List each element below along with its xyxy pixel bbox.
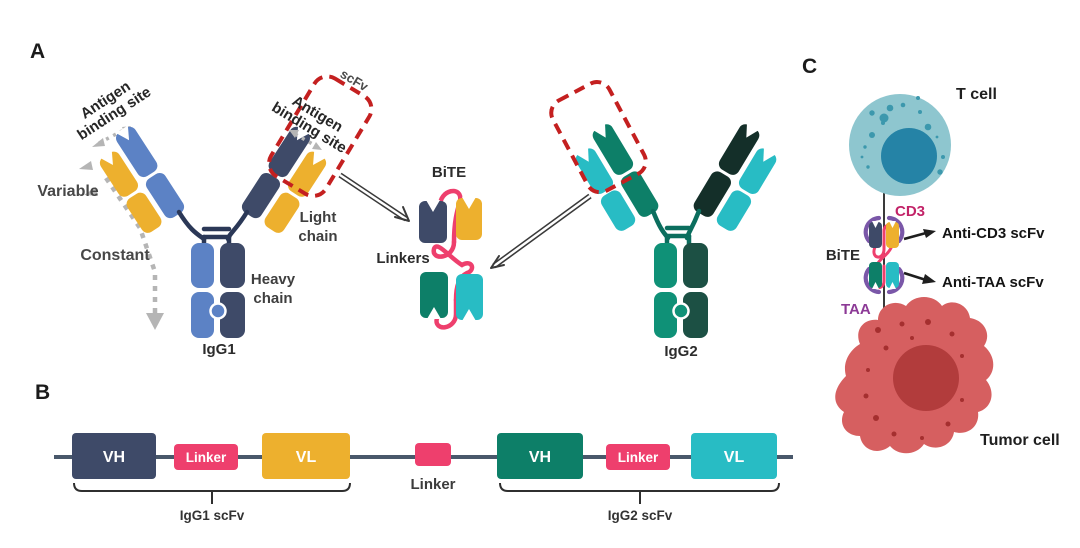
vl2-text: VL	[724, 449, 745, 466]
taa-label: TAA	[841, 301, 871, 318]
bite-construct	[419, 188, 483, 330]
linker-mid-text: Linker	[410, 476, 455, 493]
cd3-label: CD3	[895, 203, 925, 220]
anti-taa-arrow	[903, 271, 936, 284]
light-chain-label-2: chain	[298, 228, 337, 245]
t-cell-granules	[860, 96, 945, 175]
igg2-hinge	[650, 208, 702, 247]
t-cell-label: T cell	[956, 86, 997, 103]
igg1-antibody	[99, 125, 327, 338]
igg1-caption: IgG1	[202, 341, 235, 358]
linker2-box	[606, 444, 670, 470]
vl1-text: VL	[296, 449, 317, 466]
bite-linear-construct: VH Linker VL Linker VH Linker VL IgG1 sc…	[54, 433, 793, 523]
heavy-chain-label-1: Heavy	[251, 271, 296, 288]
variable-label: Variable	[37, 183, 98, 200]
anti-taa-label: Anti-TAA scFv	[942, 274, 1044, 291]
igg1-scfv-brace	[73, 482, 351, 504]
bite-label: BiTE	[432, 164, 466, 181]
taa-receptor	[863, 266, 905, 295]
igg2-left-arm	[575, 122, 659, 231]
igg2-scfv-brace	[499, 482, 780, 504]
igg2-antibody	[575, 122, 777, 338]
igg2-scfv-label: IgG2 scFv	[608, 508, 673, 523]
panel-b-label: B	[35, 381, 50, 404]
constant-label: Constant	[80, 247, 150, 264]
igg1-right-arm	[241, 125, 327, 233]
vh2-text: VH	[529, 449, 551, 466]
igg1-left-arm	[99, 125, 185, 233]
anti-cd3-arrow	[903, 229, 936, 241]
bite-bridge	[863, 215, 905, 295]
vh1-text: VH	[103, 449, 125, 466]
igg1-body	[191, 243, 245, 338]
tumor-cell	[835, 297, 994, 454]
anti-cd3-label: Anti-CD3 scFv	[942, 225, 1045, 242]
panel-c-label: C	[802, 55, 817, 78]
tumor-cell-dots	[863, 319, 964, 440]
bite-bridge-label: BiTE	[826, 247, 860, 264]
linkers-label: Linkers	[376, 250, 429, 267]
vh1-box	[72, 433, 156, 479]
igg2-right-arm	[693, 122, 777, 231]
vl2-box	[691, 433, 777, 479]
panel-a-label: A	[30, 40, 45, 63]
heavy-chain-label-2: chain	[253, 290, 292, 307]
cd3-receptor	[863, 215, 905, 244]
linker2-text: Linker	[618, 450, 659, 465]
igg2-body	[654, 243, 708, 338]
tumor-cell-label: Tumor cell	[980, 432, 1060, 449]
igg1-scfv-box	[267, 74, 374, 198]
linker-mid-box	[415, 443, 451, 466]
arrow-igg1-to-bite	[338, 172, 410, 222]
t-cell	[849, 94, 951, 196]
vh2-box	[497, 433, 583, 479]
linker1-text: Linker	[186, 450, 227, 465]
arrow-igg2-to-bite	[490, 193, 592, 269]
linker1-box	[174, 444, 238, 470]
igg2-caption: IgG2	[664, 343, 697, 360]
light-chain-label-1: Light	[300, 209, 337, 226]
binding-site-arrow-right	[289, 130, 322, 150]
vl1-box	[262, 433, 350, 479]
igg1-scfv-label: IgG1 scFv	[180, 508, 245, 523]
